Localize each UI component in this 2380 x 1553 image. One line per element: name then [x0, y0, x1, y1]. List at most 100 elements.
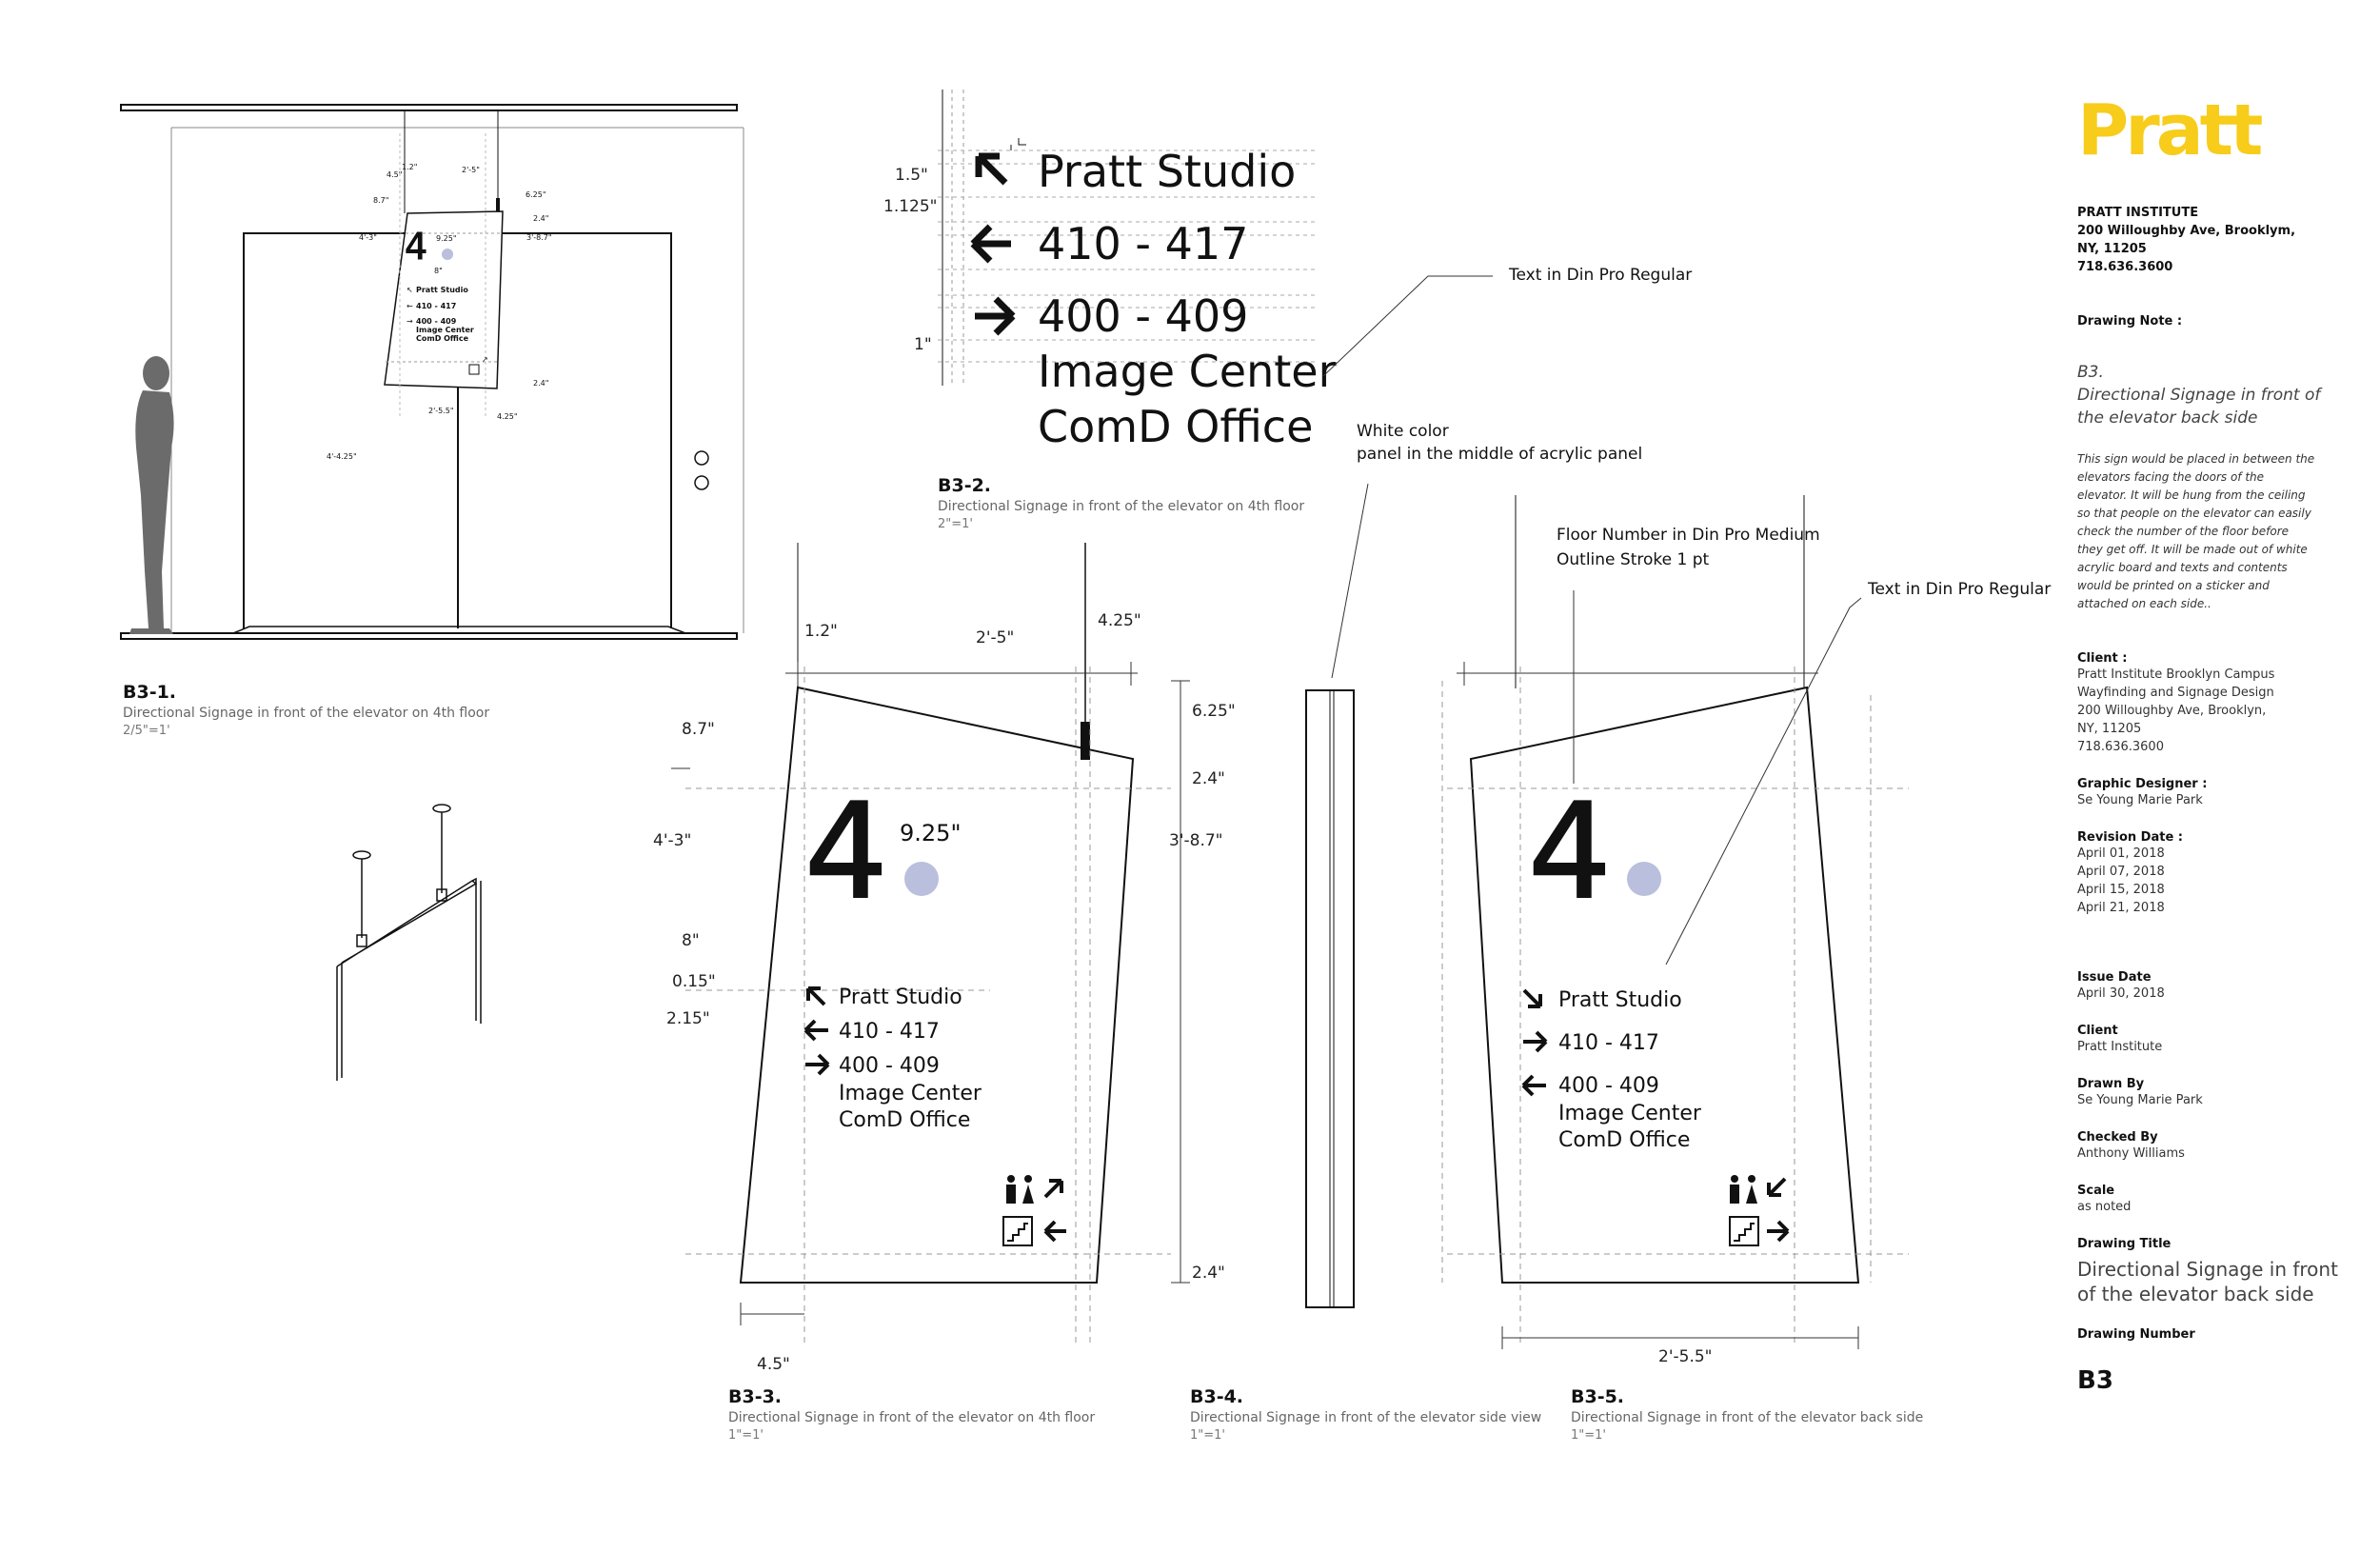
institute-address: PRATT INSTITUTE 200 Willoughby Ave, Broo… — [2077, 204, 2363, 276]
b35-row-2: 410 - 417 — [1558, 1031, 1659, 1055]
revision-date: April 01, 2018 — [2077, 846, 2165, 861]
view-b3-3-front: 4 9.25" Pratt Studio 410 - 417 400 - 409… — [653, 543, 1236, 1443]
note-title-line: B3. — [2077, 363, 2104, 382]
b32-callout: Text in Din Pro Regular — [1508, 266, 1692, 285]
b33-dim-2-4b: 2.4" — [1192, 1264, 1225, 1283]
b31-caption-scale: 2/5"=1' — [123, 724, 170, 738]
address-line: NY, 11205 — [2077, 242, 2147, 256]
b33-caption-id: B3-3. — [728, 1386, 782, 1407]
mini-row-3: 400 - 409 — [416, 317, 457, 326]
b33-floor-dim: 9.25" — [900, 820, 961, 846]
hanging-clamp — [1081, 722, 1090, 760]
revision-date: April 07, 2018 — [2077, 865, 2165, 879]
arrow-down-left-icon — [1767, 1177, 1787, 1197]
b34-caption-desc: Directional Signage in front of the elev… — [1190, 1410, 1541, 1425]
b35-caption-desc: Directional Signage in front of the elev… — [1571, 1410, 1923, 1425]
mini-row-2: 410 - 417 — [416, 302, 456, 310]
restroom-icon — [1006, 1175, 1034, 1204]
arrow-up-left-icon — [975, 152, 1008, 186]
b33-floor-number: 4 — [804, 775, 888, 928]
b33-caption-desc: Directional Signage in front of the elev… — [728, 1410, 1095, 1425]
address-line: PRATT INSTITUTE — [2077, 206, 2199, 220]
b33-row-5: ComD Office — [839, 1108, 970, 1132]
client-line: Wayfinding and Signage Design — [2077, 686, 2274, 700]
b32-row-4: Image Center — [1038, 346, 1337, 397]
issue-date-label: Issue Date — [2077, 970, 2152, 985]
b31-caption-id: B3-1. — [123, 682, 176, 703]
client-label: Client : — [2077, 651, 2128, 666]
b35-row-1: Pratt Studio — [1558, 988, 1682, 1012]
mini-floor-dot — [442, 249, 453, 260]
client-line: 200 Willoughby Ave, Brooklyn, — [2077, 704, 2267, 718]
arrow-right-icon — [1767, 1220, 1790, 1243]
client-info: Pratt Institute Brooklyn Campus Wayfindi… — [2077, 666, 2363, 756]
b33-dim-2-5: 2'-5" — [976, 628, 1014, 647]
b31-dim-1: 1.2" — [402, 163, 417, 171]
address-line: 200 Willoughby Ave, Brooklym, — [2077, 224, 2296, 238]
drawing-note-label: Drawing Note : — [2077, 314, 2183, 329]
b33-dim-4-25: 4.25" — [1098, 611, 1141, 630]
b35-floor-number: 4 — [1528, 775, 1612, 928]
b35-caption-scale: 1"=1' — [1571, 1428, 1606, 1443]
arrow-right-icon — [975, 296, 1016, 336]
b35-row-4: Image Center — [1558, 1102, 1702, 1125]
b33-row-2: 410 - 417 — [839, 1020, 940, 1044]
title-block: Pratt PRATT INSTITUTE 200 Willoughby Ave… — [2077, 95, 2363, 1395]
b35-row-3: 400 - 409 — [1558, 1074, 1659, 1098]
designer-value: Se Young Marie Park — [2077, 793, 2203, 807]
checked-by-value: Anthony Williams — [2077, 1146, 2185, 1161]
b31-dim-5: 6.25" — [526, 190, 546, 199]
b33-row-1: Pratt Studio — [839, 986, 962, 1009]
b35-sign-panel — [1469, 686, 1860, 1284]
b32-dim-1-5: 1.5" — [895, 166, 928, 185]
designer-label: Graphic Designer : — [2077, 777, 2208, 791]
b34-callout-2: panel in the middle of acrylic panel — [1357, 445, 1642, 464]
client-line: NY, 11205 — [2077, 722, 2142, 736]
b32-dim-1: 1" — [914, 335, 932, 354]
arrow-down-right-icon — [1522, 988, 1542, 1008]
b35-callout-floor-2: Outline Stroke 1 pt — [1557, 550, 1709, 569]
b33-dim-8-7: 8.7" — [682, 720, 715, 739]
drawing-title-label: Drawing Title — [2077, 1237, 2172, 1251]
stairs-icon — [1002, 1216, 1033, 1246]
b31-dim-3: 4.5" — [387, 170, 402, 179]
b32-row-3: 400 - 409 — [1038, 290, 1248, 342]
b32-caption-desc: Directional Signage in front of the elev… — [938, 499, 1304, 514]
b34-callout-1: White color — [1357, 422, 1449, 441]
arrow-up-right-icon — [1043, 1179, 1063, 1199]
b33-row-4: Image Center — [839, 1082, 982, 1105]
b33-dim-2-4a: 2.4" — [1192, 769, 1225, 788]
view-b3-2-type-detail: 1.5" 1.125" 1" Pratt Studio 410 - 417 40… — [883, 90, 1692, 531]
drawn-by-label: Drawn By — [2077, 1077, 2145, 1091]
svg-text:←: ← — [407, 302, 413, 310]
mini-sign-panel — [384, 210, 504, 389]
drawing-number: B3 — [2077, 1366, 2113, 1395]
person-silhouette-icon — [129, 356, 174, 634]
view-b3-1-elevation: 4 Pratt Studio 410 - 417 400 - 409 Image… — [120, 104, 744, 738]
floor-line — [120, 632, 738, 640]
mini-row-1: Pratt Studio — [416, 286, 468, 294]
b33-dim-4-3: 4'-3" — [653, 831, 691, 850]
note-title-line: Directional Signage in front of — [2077, 386, 2321, 405]
b31-dim-2: 2'-5" — [462, 166, 480, 174]
drawn-by-value: Se Young Marie Park — [2077, 1093, 2203, 1107]
revision-date: April 21, 2018 — [2077, 901, 2165, 915]
b31-dim-6: 2.4" — [533, 214, 548, 223]
b33-dim-6-25: 6.25" — [1192, 702, 1236, 721]
arrow-left-icon — [1043, 1220, 1066, 1243]
b33-row-3: 400 - 409 — [839, 1054, 940, 1078]
client2-label: Client — [2077, 1024, 2118, 1038]
arrow-left-icon — [1521, 1074, 1546, 1097]
drawing-number-label: Drawing Number — [2077, 1327, 2195, 1342]
arrow-left-icon — [803, 1019, 828, 1042]
mini-stairs-icon — [468, 364, 480, 375]
arrow-left-icon — [970, 224, 1011, 264]
b32-caption-scale: 2"=1' — [938, 517, 973, 531]
b35-callout-floor-1: Floor Number in Din Pro Medium — [1557, 526, 1820, 545]
b33-dim-3-8-7: 3'-8.7" — [1169, 831, 1222, 850]
b33-dim-0-15: 0.15" — [672, 972, 716, 991]
b35-caption-id: B3-5. — [1571, 1386, 1624, 1407]
view-isometric — [336, 804, 482, 1081]
b33-caption-scale: 1"=1' — [728, 1428, 764, 1443]
issue-date-value: April 30, 2018 — [2077, 986, 2165, 1001]
